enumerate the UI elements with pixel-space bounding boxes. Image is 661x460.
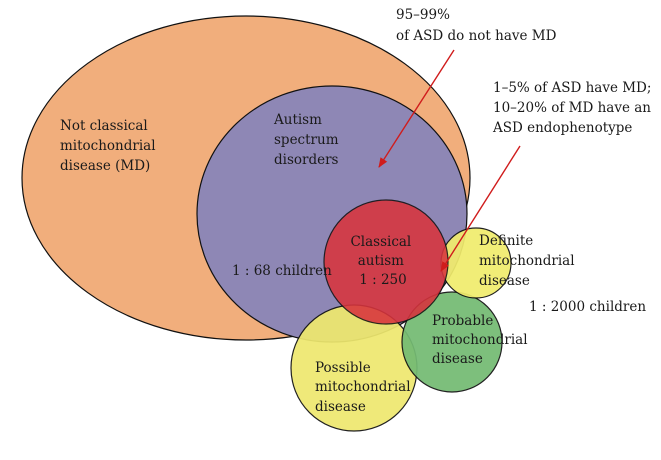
label-asd-count: 1 : 68 children [232, 263, 332, 279]
label-definite-md: Definite mitochondrial disease [479, 233, 579, 289]
arrow-asd-with-md [440, 145, 521, 272]
label-probable-md: Probable mitochondrial disease [432, 313, 532, 367]
probable-md-circle [401, 291, 503, 393]
annotation-asd-with-md: 1–5% of ASD have MD; 10–20% of MD have a… [492, 80, 656, 136]
label-not-classical-md: Not classical mitochondrial disease (MD) [60, 118, 160, 174]
label-md-count: 1 : 2000 children [529, 299, 646, 315]
arrow-asd-without-md [378, 49, 455, 168]
annotation-asd-without-md: 95–99% of ASD do not have MD [396, 7, 557, 44]
label-possible-md: Possible mitochondrial disease [315, 360, 415, 415]
label-classical-autism: Classical autism 1 : 250 [350, 234, 415, 288]
label-asd: Autism spectrum disorders [273, 112, 343, 168]
